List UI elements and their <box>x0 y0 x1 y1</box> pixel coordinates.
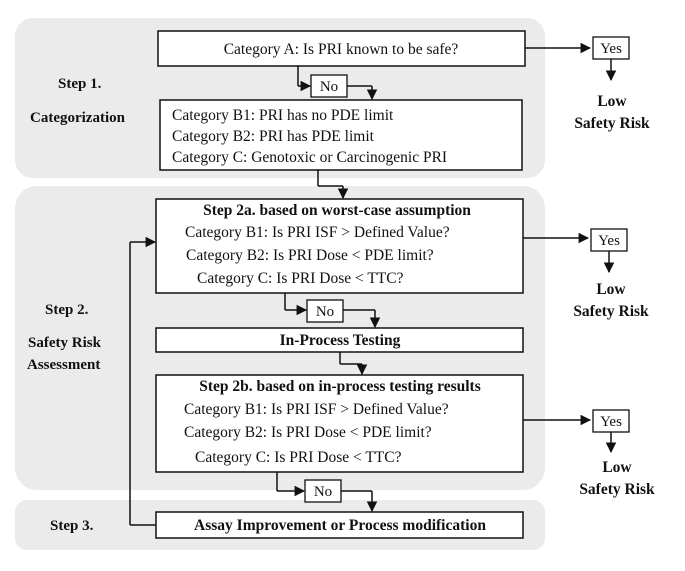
outcome-safety-risk-3: Safety Risk <box>579 481 655 498</box>
yes-label-2: Yes <box>598 233 620 249</box>
step2a-box <box>155 198 524 294</box>
in-process-testing-text: In-Process Testing <box>280 332 401 349</box>
assay-improvement-text: Assay Improvement or Process modificatio… <box>194 517 486 534</box>
category-b2-text: Category B2: PRI has PDE limit <box>172 128 375 145</box>
outcome-low-3: Low <box>602 459 632 476</box>
step2-subtitle-line2: Assessment <box>27 357 100 373</box>
step3-title: Step 3. <box>50 518 94 534</box>
assay-improvement-box <box>155 511 524 539</box>
step1-title: Step 1. <box>58 76 102 92</box>
outcome-safety-risk-1: Safety Risk <box>574 115 650 132</box>
step2b-line-b2: Category B2: Is PRI Dose < PDE limit? <box>184 424 432 441</box>
no-label-3: No <box>314 484 332 500</box>
outcome-low-2: Low <box>596 281 626 298</box>
in-process-testing-box <box>155 327 524 353</box>
step2-subtitle-line1: Safety Risk <box>28 335 102 351</box>
step2a-header: Step 2a. based on worst-case assumption <box>203 202 471 219</box>
yes-label-3: Yes <box>600 414 622 430</box>
category-a-box <box>157 30 526 67</box>
no-label-1: No <box>320 79 338 95</box>
no-label-2: No <box>316 304 334 320</box>
category-a-text: Category A: Is PRI known to be safe? <box>224 41 459 58</box>
step2a-line-b2: Category B2: Is PRI Dose < PDE limit? <box>186 247 434 264</box>
category-b1-text: Category B1: PRI has no PDE limit <box>172 107 394 124</box>
step2b-line-b1: Category B1: Is PRI ISF > Defined Value? <box>184 401 449 418</box>
step2-title: Step 2. <box>45 302 89 318</box>
category-c-text: Category C: Genotoxic or Carcinogenic PR… <box>172 149 447 166</box>
outcome-low-1: Low <box>597 93 627 110</box>
outcome-safety-risk-2: Safety Risk <box>573 303 649 320</box>
step1-subtitle: Categorization <box>30 110 126 126</box>
step2a-line-c: Category C: Is PRI Dose < TTC? <box>197 270 404 287</box>
step2b-header: Step 2b. based on in-process testing res… <box>199 378 480 395</box>
yes-label-1: Yes <box>600 41 622 57</box>
step2b-box <box>155 374 524 473</box>
categories-box <box>159 99 523 171</box>
no-box-2 <box>306 299 344 323</box>
step2a-line-b1: Category B1: Is PRI ISF > Defined Value? <box>185 224 450 241</box>
step2b-line-c: Category C: Is PRI Dose < TTC? <box>195 449 402 466</box>
